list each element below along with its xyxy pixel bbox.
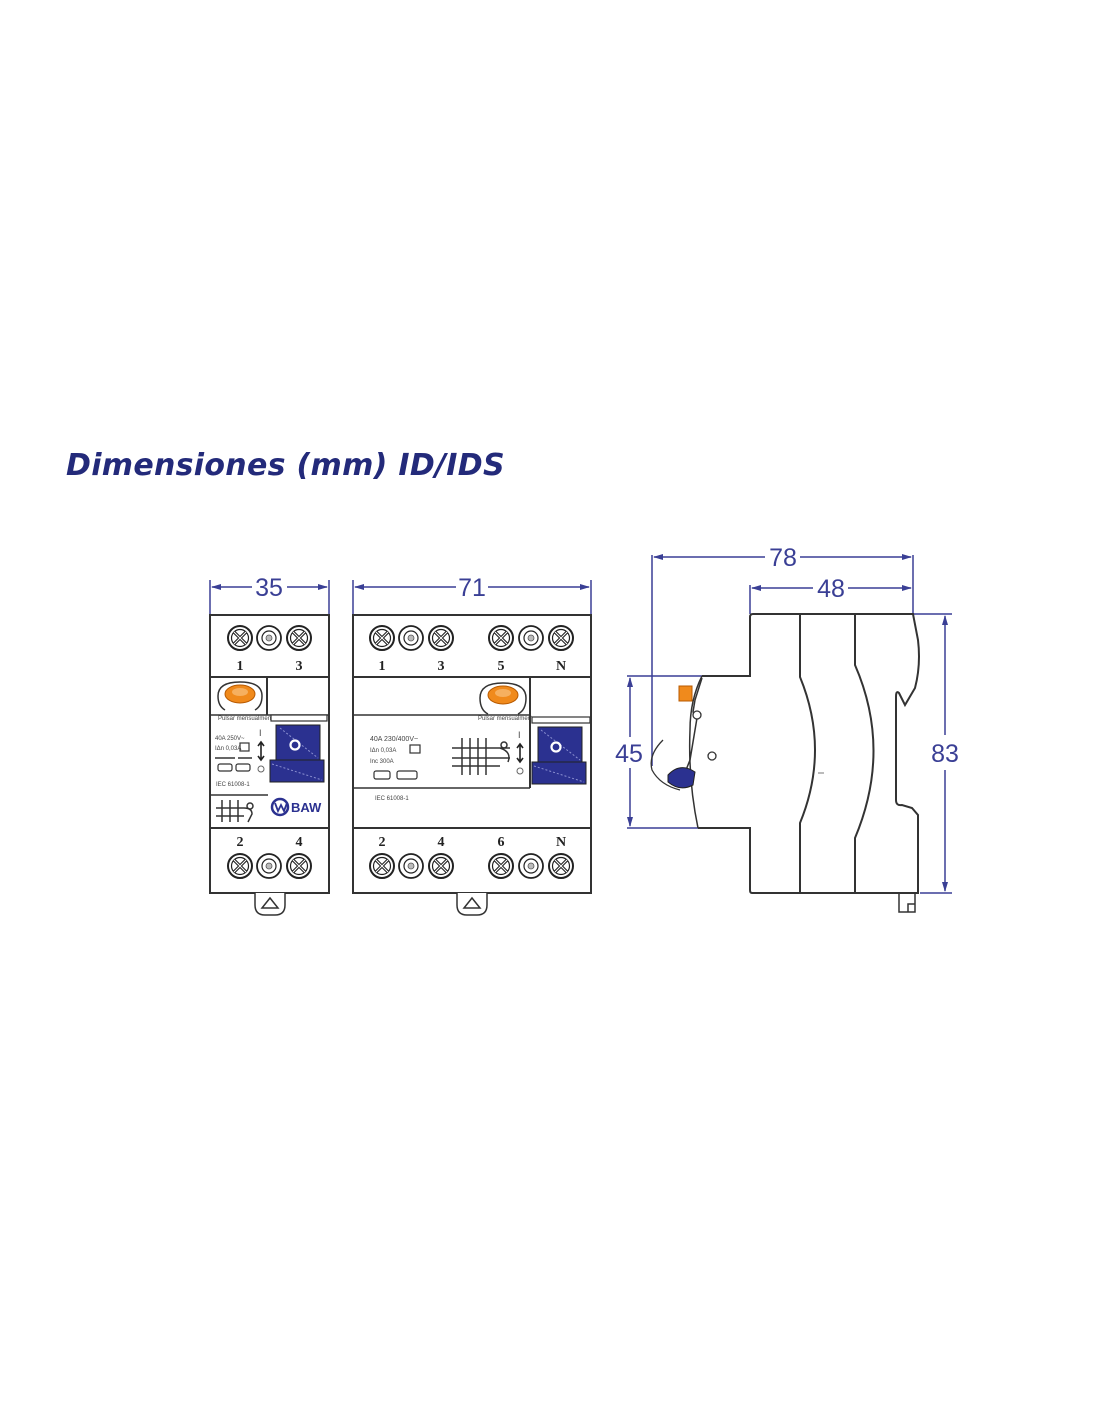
screw-terminal-icon xyxy=(487,624,515,652)
screw-terminal-icon xyxy=(487,852,515,880)
screw-terminal-icon xyxy=(285,852,313,880)
sensitivity-text: IΔn 0,03A xyxy=(215,746,241,752)
screw-terminal-icon xyxy=(285,624,313,652)
screw-terminal-icon xyxy=(368,624,396,652)
dimension-label: 71 xyxy=(458,574,486,602)
side-view: 78 48 83 45 xyxy=(615,544,959,913)
din-clip xyxy=(254,893,286,916)
height-dimension-45: 45 xyxy=(615,675,705,829)
screw-terminal-icon xyxy=(547,624,575,652)
terminal-label: 6 xyxy=(498,835,505,850)
on-symbol: I xyxy=(518,730,521,740)
circuit-schematic-icon xyxy=(216,800,254,823)
norm-text: IEC 61008-1 xyxy=(216,782,250,788)
rivet-icon xyxy=(398,853,424,879)
dimension-label: 83 xyxy=(931,740,959,768)
terminal-label: 4 xyxy=(296,835,303,850)
handle-icon xyxy=(531,716,591,785)
dimension-label: 45 xyxy=(615,740,643,768)
test-label: Pulsar mensualmente xyxy=(218,716,277,722)
side-body-outline xyxy=(698,613,920,894)
depth-dimension-78: 78 xyxy=(651,544,914,766)
dimension-label: 48 xyxy=(817,575,845,603)
height-dimension-83: 83 xyxy=(913,613,959,894)
din-foot xyxy=(898,893,916,913)
terminal-label: N xyxy=(556,659,566,674)
terminal-label: 1 xyxy=(237,659,244,674)
depth-dimension-48: 48 xyxy=(749,575,912,614)
sensitivity-text: IΔn 0,03A xyxy=(370,748,396,754)
norm-text: IEC 61008-1 xyxy=(375,796,409,802)
screw-terminal-icon xyxy=(226,852,254,880)
screw-terminal-icon xyxy=(226,624,254,652)
terminal-label: 2 xyxy=(379,835,386,850)
front-view-4pole: 71 1 3 5 N Pulsar mensualmente 40A 230/4… xyxy=(352,574,592,916)
rivet-icon xyxy=(398,625,424,651)
test-button-icon xyxy=(217,681,263,711)
rivet-icon xyxy=(518,625,544,651)
current-text: Inc 300A xyxy=(370,759,394,765)
terminal-label: 3 xyxy=(296,659,303,674)
test-label: Pulsar mensualmente xyxy=(478,716,537,722)
terminal-label: 2 xyxy=(237,835,244,850)
din-clip xyxy=(456,893,488,916)
test-button-icon xyxy=(479,682,527,715)
rating-text: 40A 250V~ xyxy=(215,736,245,742)
circuit-schematic-icon xyxy=(452,738,510,775)
terminal-label: 5 xyxy=(498,659,505,674)
rivet-icon xyxy=(256,853,282,879)
width-dimension-71: 71 xyxy=(352,574,592,615)
terminal-label: 4 xyxy=(438,835,445,850)
handle-icon xyxy=(269,714,328,783)
handle-lever-icon xyxy=(667,677,703,789)
brand-name: BAW xyxy=(291,800,322,815)
rating-text: 40A 230/400V~ xyxy=(370,736,418,743)
on-symbol: I xyxy=(259,728,262,738)
page-title: Dimensiones (mm) ID/IDS xyxy=(66,448,505,483)
test-button-side-icon xyxy=(678,685,693,702)
terminal-label: N xyxy=(556,835,566,850)
rivet-icon xyxy=(256,625,282,651)
dimension-label: 78 xyxy=(769,544,797,572)
screw-terminal-icon xyxy=(547,852,575,880)
front-view-2pole: 35 1 3 Pulsar mensualmente 40A 250V~ IΔn… xyxy=(209,574,330,916)
screw-terminal-icon xyxy=(427,624,455,652)
screw-terminal-icon xyxy=(427,852,455,880)
terminal-label: 3 xyxy=(438,659,445,674)
screw-hole-icon xyxy=(707,751,717,761)
terminal-label: 1 xyxy=(379,659,386,674)
brand-logo: BAW xyxy=(270,797,322,817)
width-dimension-35: 35 xyxy=(209,574,330,615)
rivet-icon xyxy=(518,853,544,879)
screw-terminal-icon xyxy=(368,852,396,880)
dimension-label: 35 xyxy=(255,574,283,602)
